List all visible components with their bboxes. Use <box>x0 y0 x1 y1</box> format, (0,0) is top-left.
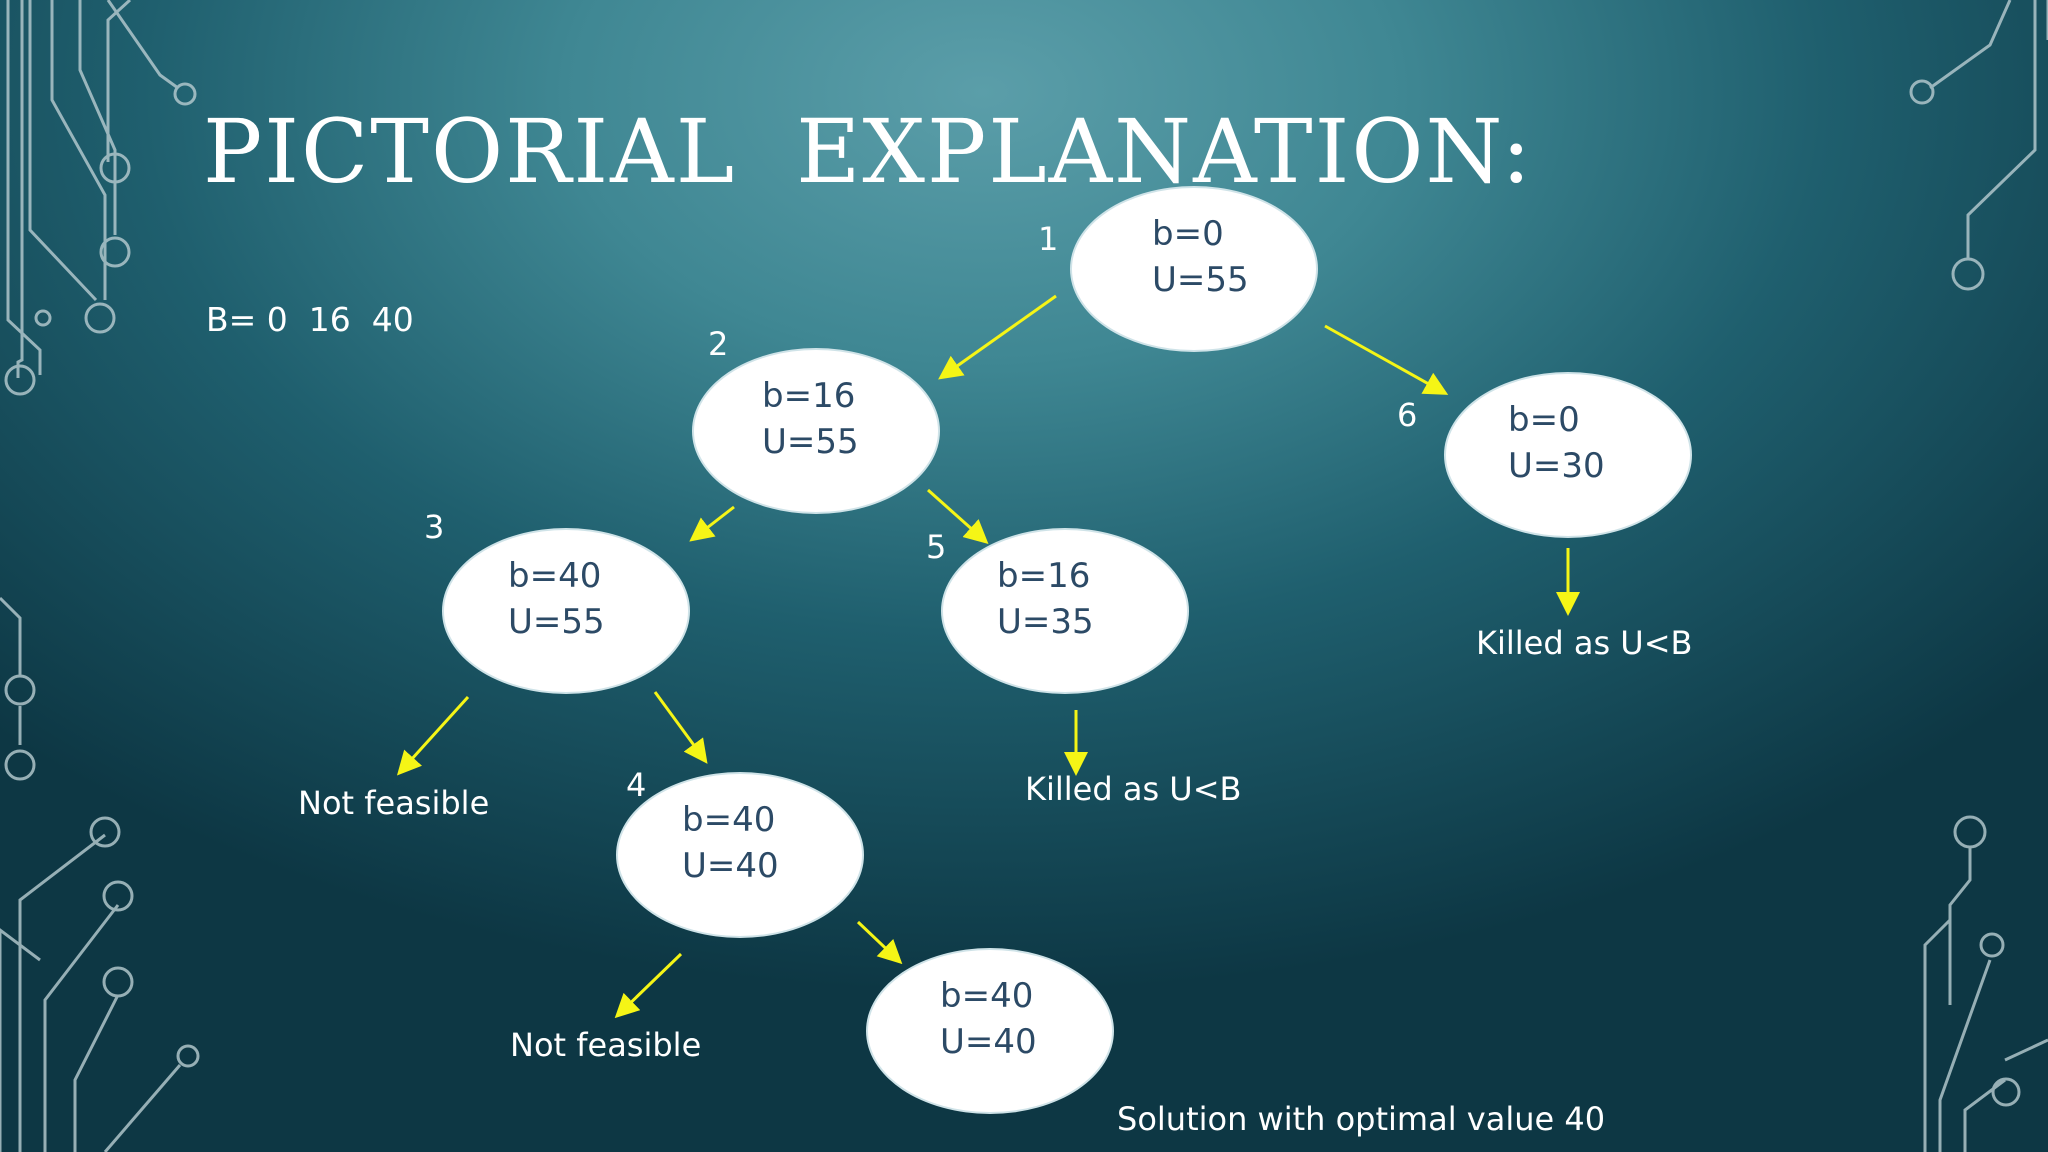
killed-label: Killed as U<B <box>1476 624 1693 662</box>
node-number-2: 2 <box>708 325 729 363</box>
node-u-value: U=55 <box>762 422 859 462</box>
node-b-value: b=16 <box>762 376 856 416</box>
edge-1-6 <box>1324 324 1449 395</box>
node-b-value: b=40 <box>508 556 602 596</box>
edge-4-solution <box>856 920 903 965</box>
node-u-value: U=55 <box>508 602 605 642</box>
node-b-value: b=0 <box>1508 400 1580 440</box>
edge-3-4 <box>653 691 708 764</box>
not-feasible-label: Not feasible <box>510 1026 702 1064</box>
node-b-value: b=16 <box>997 556 1091 596</box>
node-b-value: b=40 <box>682 800 776 840</box>
node-u-value: U=55 <box>1152 260 1249 300</box>
node-b-value: b=0 <box>1152 214 1224 254</box>
not-feasible-label: Not feasible <box>298 784 490 822</box>
killed-label: Killed as U<B <box>1025 770 1242 808</box>
node-number-6: 6 <box>1397 396 1418 434</box>
node-number-3: 3 <box>424 508 445 546</box>
node-u-value: U=35 <box>997 602 1094 642</box>
edge-4-not-feasible <box>614 952 683 1019</box>
solution-node: b=40 U=40 <box>866 948 1114 1114</box>
edge-3-not-feasible <box>396 695 470 776</box>
tree-node-6: b=0 U=30 <box>1444 372 1692 538</box>
solution-caption: Solution with optimal value 40 <box>1117 1100 1606 1138</box>
tree-node-3: b=40 U=55 <box>442 528 690 694</box>
edge-2-5 <box>927 488 989 544</box>
node-u-value: U=30 <box>1508 446 1605 486</box>
tree-node-5: b=16 U=35 <box>941 528 1189 694</box>
tree-node-4: b=40 U=40 <box>616 772 864 938</box>
bound-sequence: B= 0 16 40 <box>206 300 414 339</box>
edge-2-3 <box>689 505 735 542</box>
node-number-1: 1 <box>1038 220 1059 258</box>
tree-node-1: b=0 U=55 <box>1070 186 1318 352</box>
node-number-4: 4 <box>626 766 647 804</box>
node-u-value: U=40 <box>682 846 779 886</box>
edge-1-2 <box>938 294 1057 380</box>
node-u-value: U=40 <box>940 1022 1037 1062</box>
slide-title: PICTORIAL EXPLANATION: <box>203 100 1534 203</box>
node-number-5: 5 <box>926 528 947 566</box>
tree-node-2: b=16 U=55 <box>692 348 940 514</box>
node-b-value: b=40 <box>940 976 1034 1016</box>
